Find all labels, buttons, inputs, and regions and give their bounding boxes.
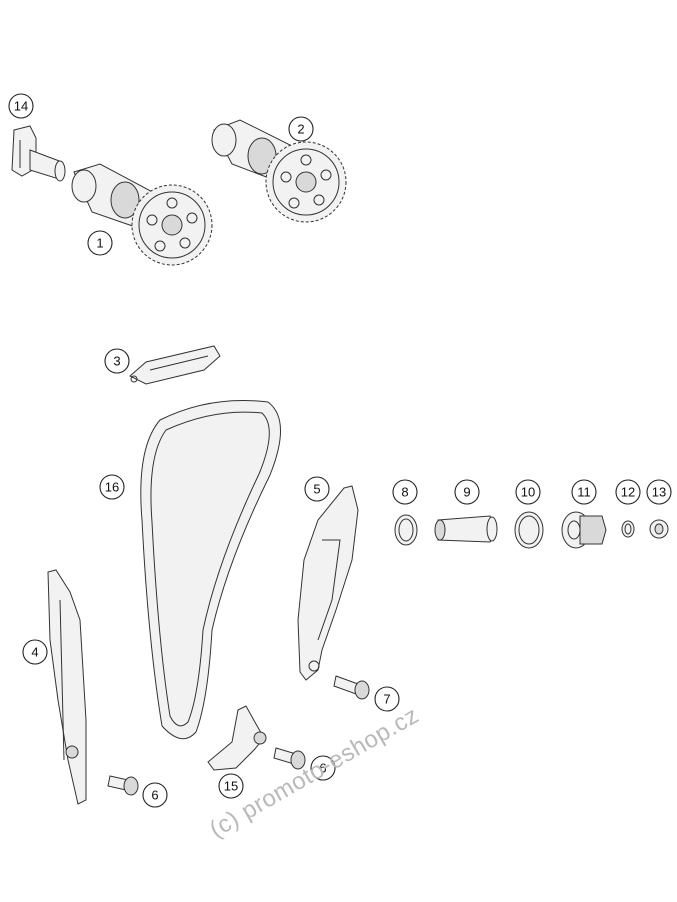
part-14-sensor	[11, 125, 66, 182]
part-4-tensioner-rail	[47, 569, 87, 805]
svg-text:7: 7	[383, 692, 390, 707]
svg-text:8: 8	[401, 485, 408, 500]
svg-text:14: 14	[14, 99, 28, 114]
svg-text:5: 5	[313, 482, 320, 497]
svg-text:6: 6	[319, 761, 326, 776]
svg-text:16: 16	[105, 480, 119, 495]
svg-text:2: 2	[297, 122, 304, 137]
callout-13[interactable]: 13	[646, 479, 672, 505]
callout-6-left[interactable]: 6	[142, 782, 168, 808]
callout-1[interactable]: 1	[87, 230, 113, 256]
svg-text:15: 15	[224, 779, 238, 794]
callout-10[interactable]: 10	[515, 479, 541, 505]
part-15-sliding-rail	[207, 705, 267, 771]
svg-text:10: 10	[521, 485, 535, 500]
part-8-seal-ring	[394, 514, 418, 546]
callout-5[interactable]: 5	[304, 476, 330, 502]
part-3-guide-rail	[129, 345, 221, 385]
part-2-camshaft	[211, 119, 347, 223]
part-6-bolt-left	[107, 775, 139, 796]
svg-text:4: 4	[31, 645, 38, 660]
callout-2[interactable]: 2	[288, 116, 314, 142]
part-13-cap	[649, 519, 669, 539]
callout-14[interactable]: 14	[8, 93, 34, 119]
part-9-piston	[434, 515, 498, 543]
part-12-small-ring	[621, 520, 635, 538]
part-16-timing-chain	[140, 400, 281, 740]
callout-6-right[interactable]: 6	[310, 755, 336, 781]
callout-16[interactable]: 16	[99, 474, 125, 500]
callout-15[interactable]: 15	[218, 773, 244, 799]
callout-7[interactable]: 7	[374, 686, 400, 712]
svg-text:11: 11	[577, 485, 591, 500]
callout-11[interactable]: 11	[571, 479, 597, 505]
part-5-guide-rail	[297, 485, 359, 681]
svg-text:12: 12	[621, 485, 635, 500]
callout-9[interactable]: 9	[454, 479, 480, 505]
callout-3[interactable]: 3	[104, 348, 130, 374]
svg-text:6: 6	[151, 788, 158, 803]
part-6-bolt-right	[273, 747, 306, 770]
part-11-screw-plug	[561, 511, 607, 549]
svg-text:3: 3	[113, 354, 120, 369]
svg-text:1: 1	[96, 236, 103, 251]
part-7-bolt	[333, 675, 370, 700]
part-1-camshaft	[71, 163, 213, 266]
part-10-seal-ring	[514, 511, 544, 549]
callout-8[interactable]: 8	[392, 479, 418, 505]
svg-text:9: 9	[463, 485, 470, 500]
callout-4[interactable]: 4	[22, 639, 48, 665]
callout-12[interactable]: 12	[615, 479, 641, 505]
svg-text:13: 13	[652, 485, 666, 500]
